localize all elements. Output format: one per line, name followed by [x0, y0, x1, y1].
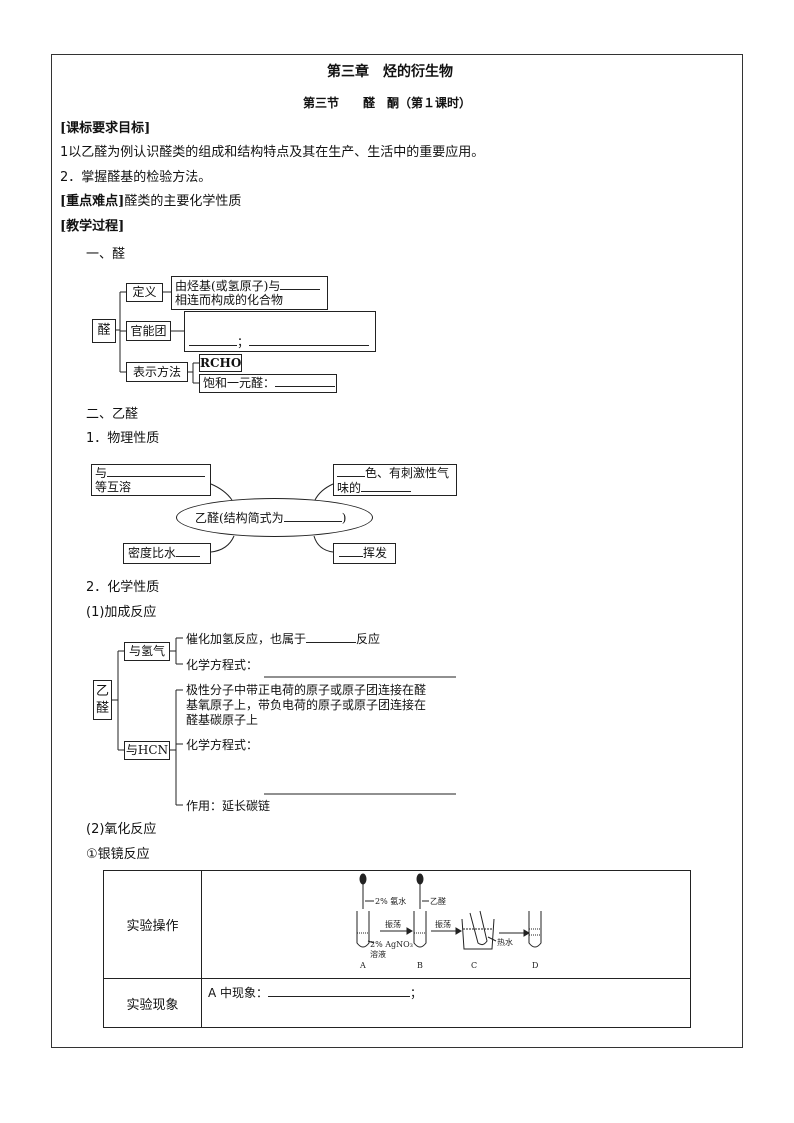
observation-label: 实验现象 — [103, 978, 202, 1028]
hydrogen-label: 与氢气 — [124, 642, 170, 661]
operation-figure-cell: 2% 氨水 乙醛 振荡 振荡 2% AgNO₃ 溶液 热水 A B C D — [201, 870, 691, 979]
hcn-label: 与HCN — [124, 741, 170, 760]
section-2-heading: 二、乙醛 — [86, 407, 139, 422]
hcn-text-1: 极性分子中带正电荷的原子或原子团连接在醛 — [186, 683, 427, 697]
saturated-aldehyde-box: 饱和一元醛： — [199, 374, 337, 393]
volatility-text: 挥发 — [363, 546, 388, 560]
solubility-box: 与 等互溶 — [91, 464, 211, 496]
fig-shake2: 振荡 — [435, 919, 451, 929]
appearance-text-2: 味的 — [337, 481, 362, 495]
hcn-purpose: 作用：延长碳链 — [186, 799, 271, 813]
experiment-table: 实验操作 — [103, 870, 691, 1028]
addition-reaction-heading: (1)加成反应 — [86, 605, 157, 620]
hydrogen-text-1: 催化加氢反应，也属于 — [186, 632, 307, 646]
fig-shake1: 振荡 — [385, 919, 401, 929]
fig-label-b: B — [417, 961, 423, 970]
appearance-text-1: 色、有刺激性气 — [365, 466, 450, 480]
fig-label-a: A — [359, 961, 366, 970]
oxidation-heading: (2)氧化反应 — [86, 822, 157, 837]
functional-group-label: 官能团 — [126, 321, 171, 341]
hcn-equation-label: 化学方程式： — [186, 738, 259, 752]
fig-reagent1: 2% 氨水 — [375, 896, 406, 906]
acetaldehyde-root-text: 乙醛 — [96, 684, 110, 716]
section-subtitle: 第三节 醛 酮（第１课时） — [303, 96, 472, 110]
fig-label-c: C — [471, 961, 477, 970]
key-points: [重点难点]醛类的主要化学性质 — [60, 194, 241, 210]
functional-group-box: ； — [184, 311, 376, 352]
silver-mirror-apparatus: 2% 氨水 乙醛 振荡 振荡 2% AgNO₃ 溶液 热水 A B C D — [356, 873, 542, 970]
representation-label: 表示方法 — [126, 362, 188, 382]
chapter-title: 第三章 烃的衍生物 — [327, 64, 453, 80]
operation-label: 实验操作 — [103, 870, 202, 979]
definition-box: 由烃基(或氢原子)与 相连而构成的化合物 — [171, 276, 328, 310]
saturated-aldehyde-text: 饱和一元醛： — [203, 376, 276, 390]
fig-hot-water: 热水 — [497, 937, 513, 947]
definition-text-2: 相连而构成的化合物 — [175, 293, 284, 307]
solubility-text-2: 等互溶 — [95, 480, 132, 494]
fig-label-d: D — [532, 961, 538, 970]
observation-a-text: A 中现象： — [208, 986, 269, 1000]
goal-2: 2．掌握醛基的检验方法。 — [60, 170, 212, 185]
volatility-box: 挥发 — [333, 543, 396, 564]
fig-solution: 溶液 — [370, 949, 386, 959]
hydrogen-line-1: 催化加氢反应，也属于 反应 — [186, 631, 380, 647]
silver-mirror-heading: ①银镜反应 — [86, 847, 150, 862]
hydrogen-equation-label: 化学方程式： — [186, 658, 259, 672]
chemical-properties-heading: 2．化学性质 — [86, 580, 160, 595]
acetaldehyde-root-box: 乙醛 — [93, 680, 112, 720]
process-heading: [教学过程] — [60, 219, 125, 234]
fig-agno3: 2% AgNO₃ — [370, 940, 413, 949]
ellipse-text: 乙醛(结构简式为 — [195, 511, 284, 525]
goal-1: 1以乙醛为例认识醛类的组成和结构特点及其在生产、生活中的重要应用。 — [60, 145, 485, 160]
key-text: 醛类的主要化学性质 — [124, 194, 242, 209]
density-text: 密度比水 — [128, 546, 177, 560]
hcn-text-2: 基氧原子上，带负电荷的原子或原子团连接在 — [186, 698, 427, 712]
hcn-text-3: 醛基碳原子上 — [186, 713, 259, 727]
fig-reagent2: 乙醛 — [430, 896, 446, 906]
observation-cell: A 中现象： ； — [201, 978, 691, 1028]
hydrogen-text-1-end: 反应 — [356, 632, 381, 646]
goals-heading: [课标要求目标] — [60, 121, 151, 136]
physical-properties-heading: 1．物理性质 — [86, 431, 160, 446]
page-frame — [51, 54, 743, 1048]
density-box: 密度比水 — [123, 543, 211, 564]
ellipse-text-end: ) — [341, 511, 347, 525]
observation-end: ； — [410, 986, 423, 1000]
definition-text-1: 由烃基(或氢原子)与 — [175, 279, 281, 293]
acetaldehyde-ellipse: 乙醛(结构简式为) — [176, 498, 373, 537]
functional-group-sep: ； — [237, 335, 250, 349]
aldehyde-root-box: 醛 — [92, 319, 116, 343]
solubility-text-1: 与 — [95, 466, 108, 480]
key-heading: [重点难点] — [60, 194, 125, 209]
section-1-heading: 一、醛 — [86, 247, 126, 262]
appearance-box: 色、有刺激性气 味的 — [333, 464, 457, 496]
rcho-box: RCHO — [199, 354, 242, 372]
definition-label: 定义 — [126, 283, 163, 302]
